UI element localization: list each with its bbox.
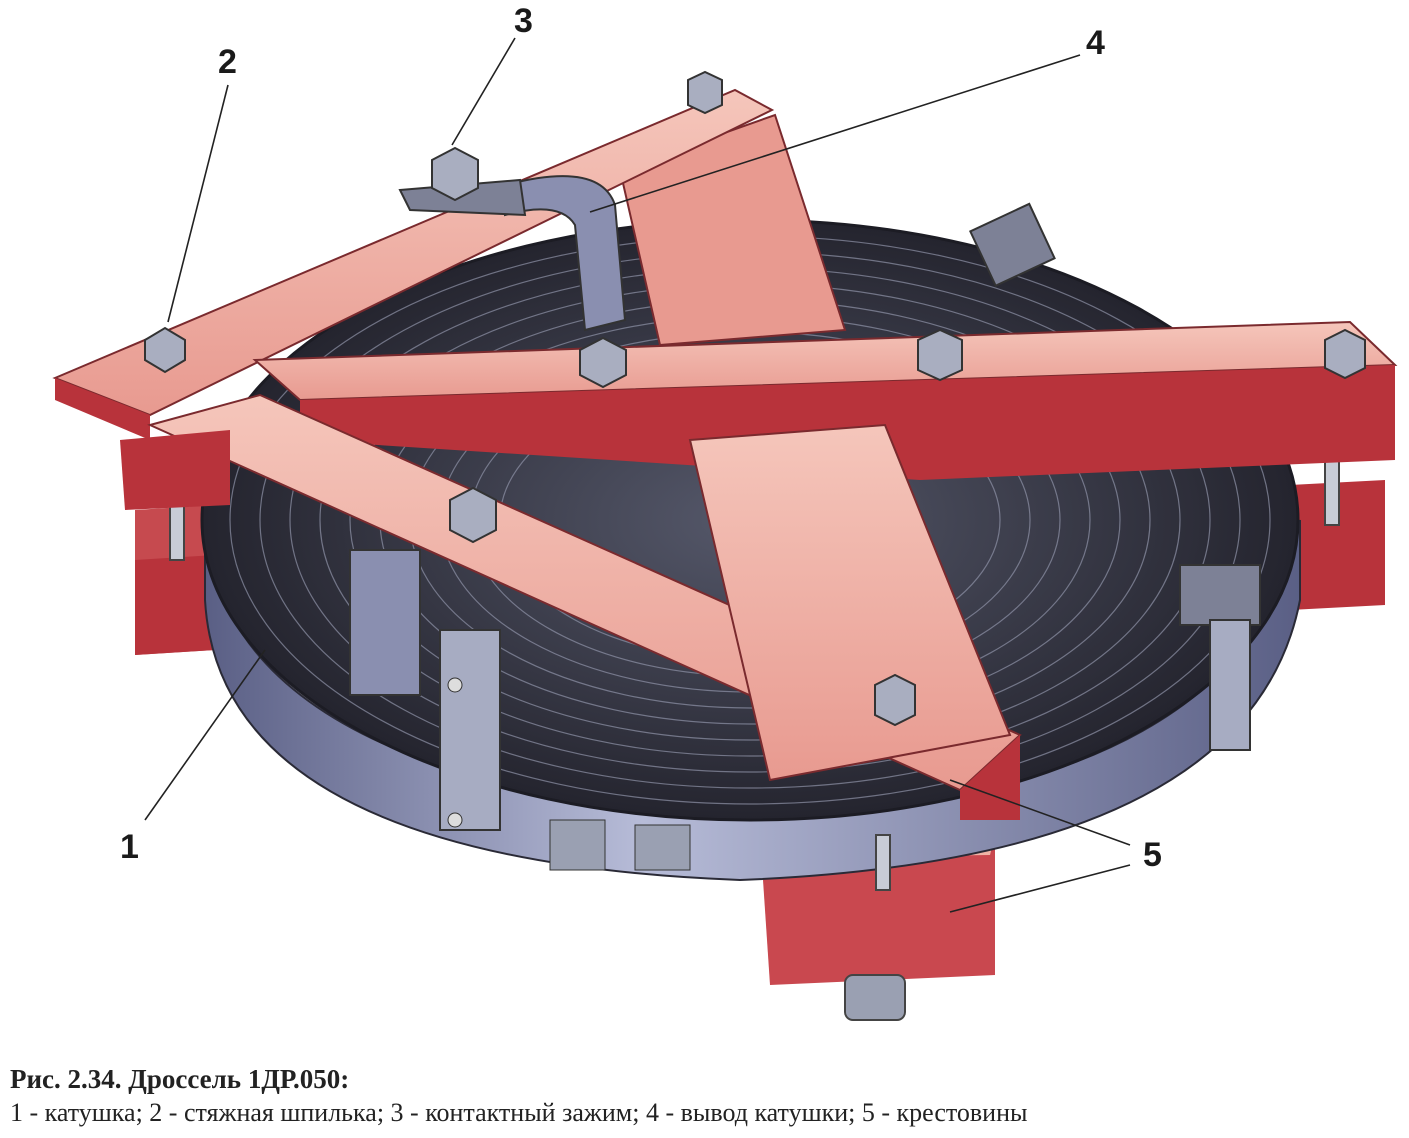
callout-4: 4: [1086, 24, 1105, 62]
caption-legend: 1 - катушка; 2 - стяжная шпилька; 3 - ко…: [10, 1098, 1028, 1127]
crosspieces: [52, 88, 1398, 820]
callout-5: 5: [1143, 836, 1162, 874]
coil-lead: [504, 175, 627, 332]
callout-3: 3: [514, 2, 533, 40]
callout-2: 2: [218, 43, 237, 81]
contact-clamp: [398, 178, 527, 217]
callout-1: 1: [120, 828, 139, 866]
choke-illustration: 2 3 4 1 5: [52, 2, 1398, 1021]
callouts: 2 3 4 1 5: [120, 2, 1162, 874]
figure-caption: Рис. 2.34. Дроссель 1ДР.050: 1 - катушка…: [10, 1062, 1400, 1130]
caption-title: Рис. 2.34. Дроссель 1ДР.050:: [10, 1064, 350, 1094]
nuts: [144, 70, 1366, 727]
leader-lines: [144, 37, 1131, 913]
